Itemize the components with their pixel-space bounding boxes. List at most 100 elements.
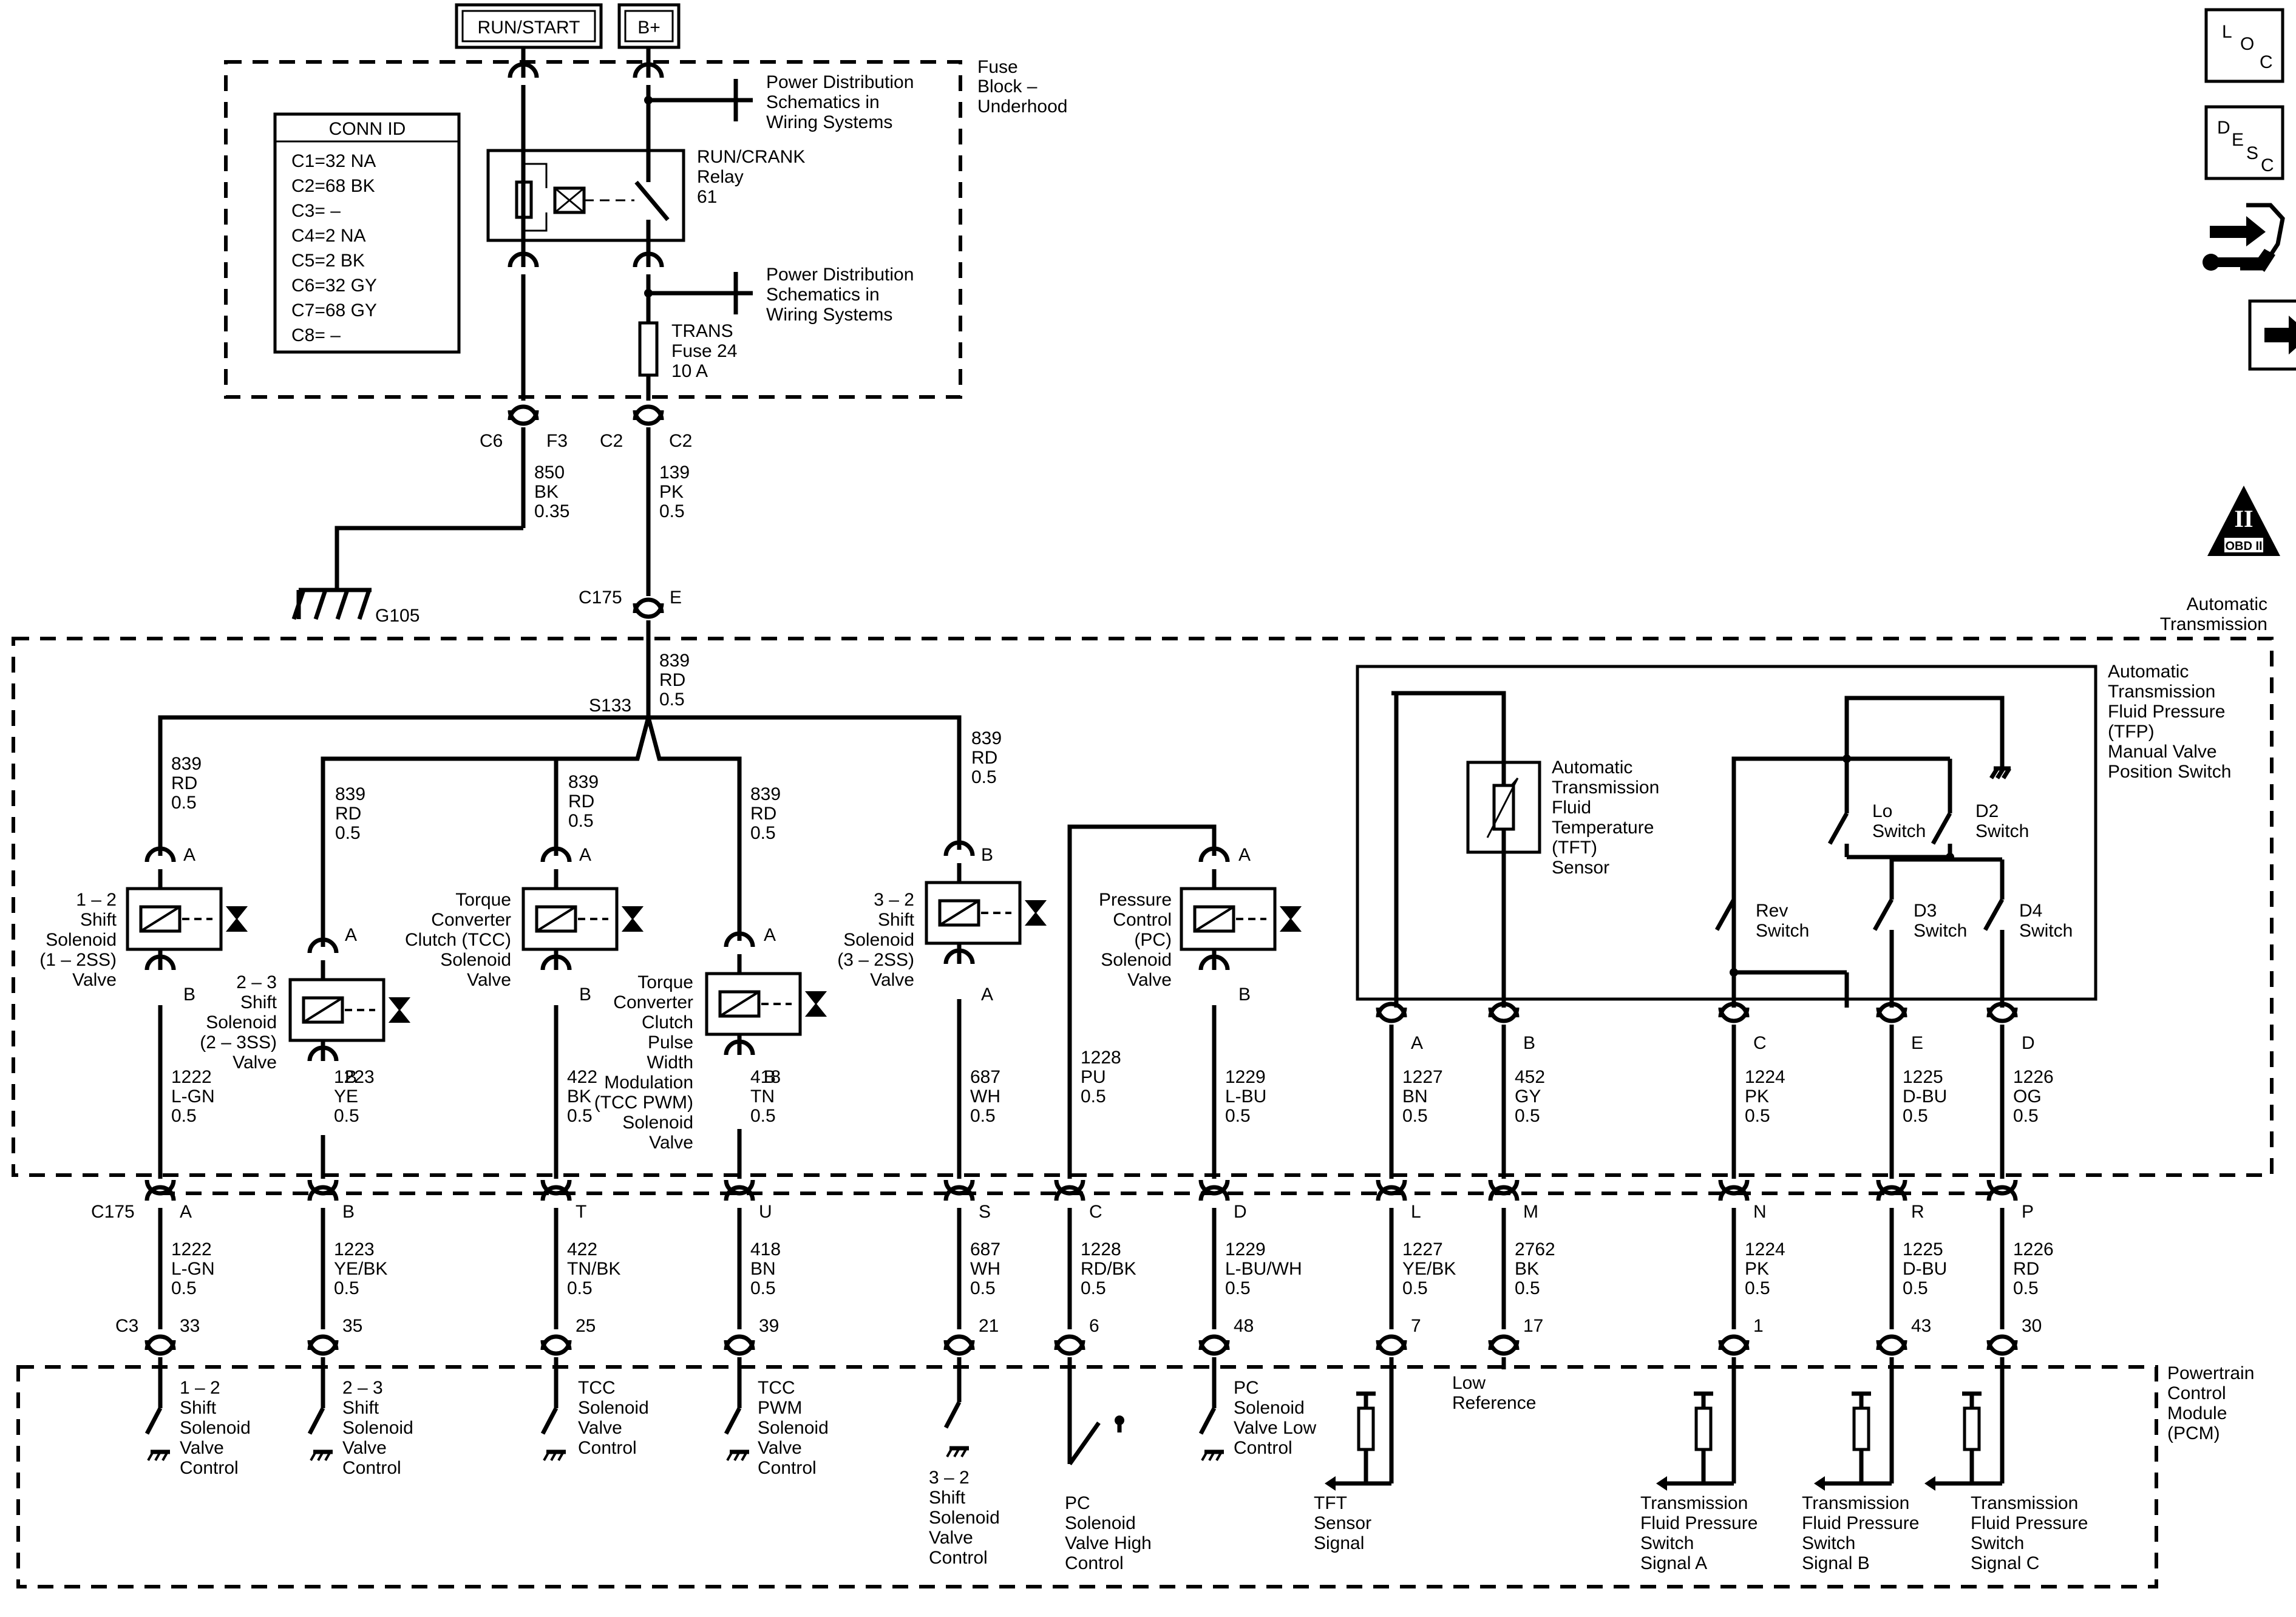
solenoid-valves	[126, 840, 1302, 1062]
connector-terminal	[1488, 1002, 1520, 1018]
pcm-outline	[16, 1365, 2158, 1588]
c3-pin-label: 17	[1523, 1316, 1543, 1336]
run-start-supply: RUN/START	[455, 3, 603, 49]
wire-label: BN	[750, 1259, 776, 1279]
connector-terminal	[1876, 1334, 1907, 1351]
connector-tool-icon[interactable]	[2203, 203, 2285, 272]
connector-terminal	[724, 1185, 755, 1201]
svg-text:Control: Control	[578, 1438, 637, 1458]
svg-text:Solenoid: Solenoid	[843, 930, 914, 950]
pcm-ctrl-tccpwm: TCC PWM Solenoid Valve Control	[758, 1378, 829, 1478]
svg-text:0.5: 0.5	[659, 501, 685, 521]
pcm-s12-driver	[144, 1357, 170, 1461]
c175-pin-label: U	[759, 1202, 772, 1222]
pcm-tft-circuit	[1325, 1357, 1394, 1491]
c3-label: C3	[115, 1316, 138, 1336]
svg-text:Control: Control	[180, 1458, 239, 1478]
svg-text:RD: RD	[971, 748, 997, 768]
ground-label: G105	[375, 606, 419, 626]
svg-text:Automatic: Automatic	[2108, 662, 2189, 682]
wire-label: 1222	[171, 1067, 212, 1087]
pcm-tccpwm-driver	[724, 1357, 749, 1461]
pcm-ctrl-s12: 1 – 2 Shift Solenoid Valve Control	[180, 1378, 251, 1478]
wire-label: 0.5	[1903, 1278, 1928, 1298]
pcm-pc-low-driver	[1198, 1357, 1224, 1461]
svg-text:Block –: Block –	[977, 76, 1038, 97]
wire-label: L-BU	[1225, 1086, 1266, 1107]
wire-label: 0.5	[970, 1106, 996, 1126]
svg-text:RD: RD	[750, 804, 776, 824]
svg-text:Valve: Valve	[467, 970, 511, 990]
wire-139: 139	[659, 463, 690, 483]
connector-terminal	[943, 1334, 975, 1351]
svg-text:Valve: Valve	[758, 1438, 802, 1458]
svg-text:RUN/CRANK: RUN/CRANK	[697, 147, 805, 167]
lo-d2-to-d3-d4	[1847, 855, 1894, 859]
wire-label: 0.5	[567, 1278, 593, 1298]
svg-text:Switch: Switch	[1802, 1533, 1855, 1553]
wire-label: 0.5	[1745, 1106, 1770, 1126]
wire-label: 0.5	[334, 1278, 359, 1298]
ground-tick	[733, 1451, 741, 1461]
svg-text:Fuse 24: Fuse 24	[671, 341, 737, 361]
connector-terminal	[307, 1045, 339, 1062]
tfp-title: Automatic Transmission Fluid Pressure (T…	[2108, 662, 2231, 782]
ground-tick	[953, 1448, 960, 1457]
wire-label: 1222	[171, 1239, 212, 1259]
svg-text:PWM: PWM	[758, 1398, 802, 1418]
b-plus-label: B+	[637, 18, 661, 38]
automatic-transmission-outline	[12, 637, 2274, 1177]
svg-text:TCC: TCC	[578, 1378, 616, 1398]
wire-850: 850	[534, 463, 565, 483]
ground-tick	[960, 1448, 968, 1457]
svg-text:2 – 3: 2 – 3	[342, 1378, 383, 1398]
svg-text:TCC: TCC	[758, 1378, 795, 1398]
connector-terminal	[1376, 1185, 1407, 1201]
arrow-head	[1924, 1476, 1935, 1491]
pc-solenoid-label: Pressure Control (PC) Solenoid Valve	[1099, 890, 1172, 990]
wire-label: D-BU	[1903, 1086, 1947, 1107]
desc-icon[interactable]: D E S C	[2204, 105, 2284, 180]
conn-id-row: C2=68 BK	[291, 176, 375, 196]
ground-tick	[741, 1451, 748, 1461]
wire-label: 0.5	[334, 1106, 359, 1126]
svg-text:Powertrain: Powertrain	[2167, 1363, 2254, 1383]
coil-diagonal	[140, 906, 181, 932]
arrow-right-box-icon[interactable]	[2248, 299, 2296, 371]
svg-text:Valve: Valve	[929, 1528, 973, 1548]
c175-pin-label: P	[2022, 1202, 2034, 1222]
svg-text:2 – 3: 2 – 3	[236, 972, 277, 992]
wire-label: 1223	[334, 1067, 375, 1087]
svg-text:Signal: Signal	[1314, 1533, 1364, 1553]
switch-contact	[1198, 1407, 1217, 1435]
svg-text:Underhood: Underhood	[977, 97, 1067, 117]
wire-label: RD	[2013, 1259, 2039, 1279]
svg-text:Control: Control	[342, 1458, 401, 1478]
svg-text:(TCC PWM): (TCC PWM)	[594, 1093, 693, 1113]
coil-diagonal	[1194, 906, 1235, 932]
connector-terminal	[1986, 1185, 2018, 1201]
svg-text:Switch: Switch	[1872, 821, 1926, 841]
b-plus-supply: B+	[617, 3, 681, 49]
svg-text:1 – 2: 1 – 2	[180, 1378, 220, 1398]
wire-label: BK	[1515, 1259, 1539, 1279]
svg-text:(TFT): (TFT)	[1552, 838, 1597, 858]
svg-text:A: A	[1238, 845, 1251, 865]
ground-tick	[147, 1451, 154, 1461]
resistor	[1357, 1406, 1375, 1451]
svg-text:C175: C175	[579, 588, 622, 608]
b-plus-wire	[633, 47, 753, 151]
run-start-wire	[508, 47, 539, 151]
conn-id-row: C1=32 NA	[291, 151, 376, 171]
svg-text:Pulse: Pulse	[648, 1032, 693, 1053]
loc-icon[interactable]: L O C	[2204, 8, 2284, 83]
svg-text:D4: D4	[2019, 901, 2042, 921]
svg-text:B: B	[579, 985, 591, 1005]
connector-terminal	[540, 846, 572, 863]
connector-terminal	[307, 1334, 339, 1351]
connector-terminal	[1876, 1185, 1907, 1201]
svg-text:RD: RD	[171, 773, 197, 793]
c175-pin-label: M	[1523, 1202, 1538, 1222]
wire-label: BK	[567, 1086, 591, 1107]
